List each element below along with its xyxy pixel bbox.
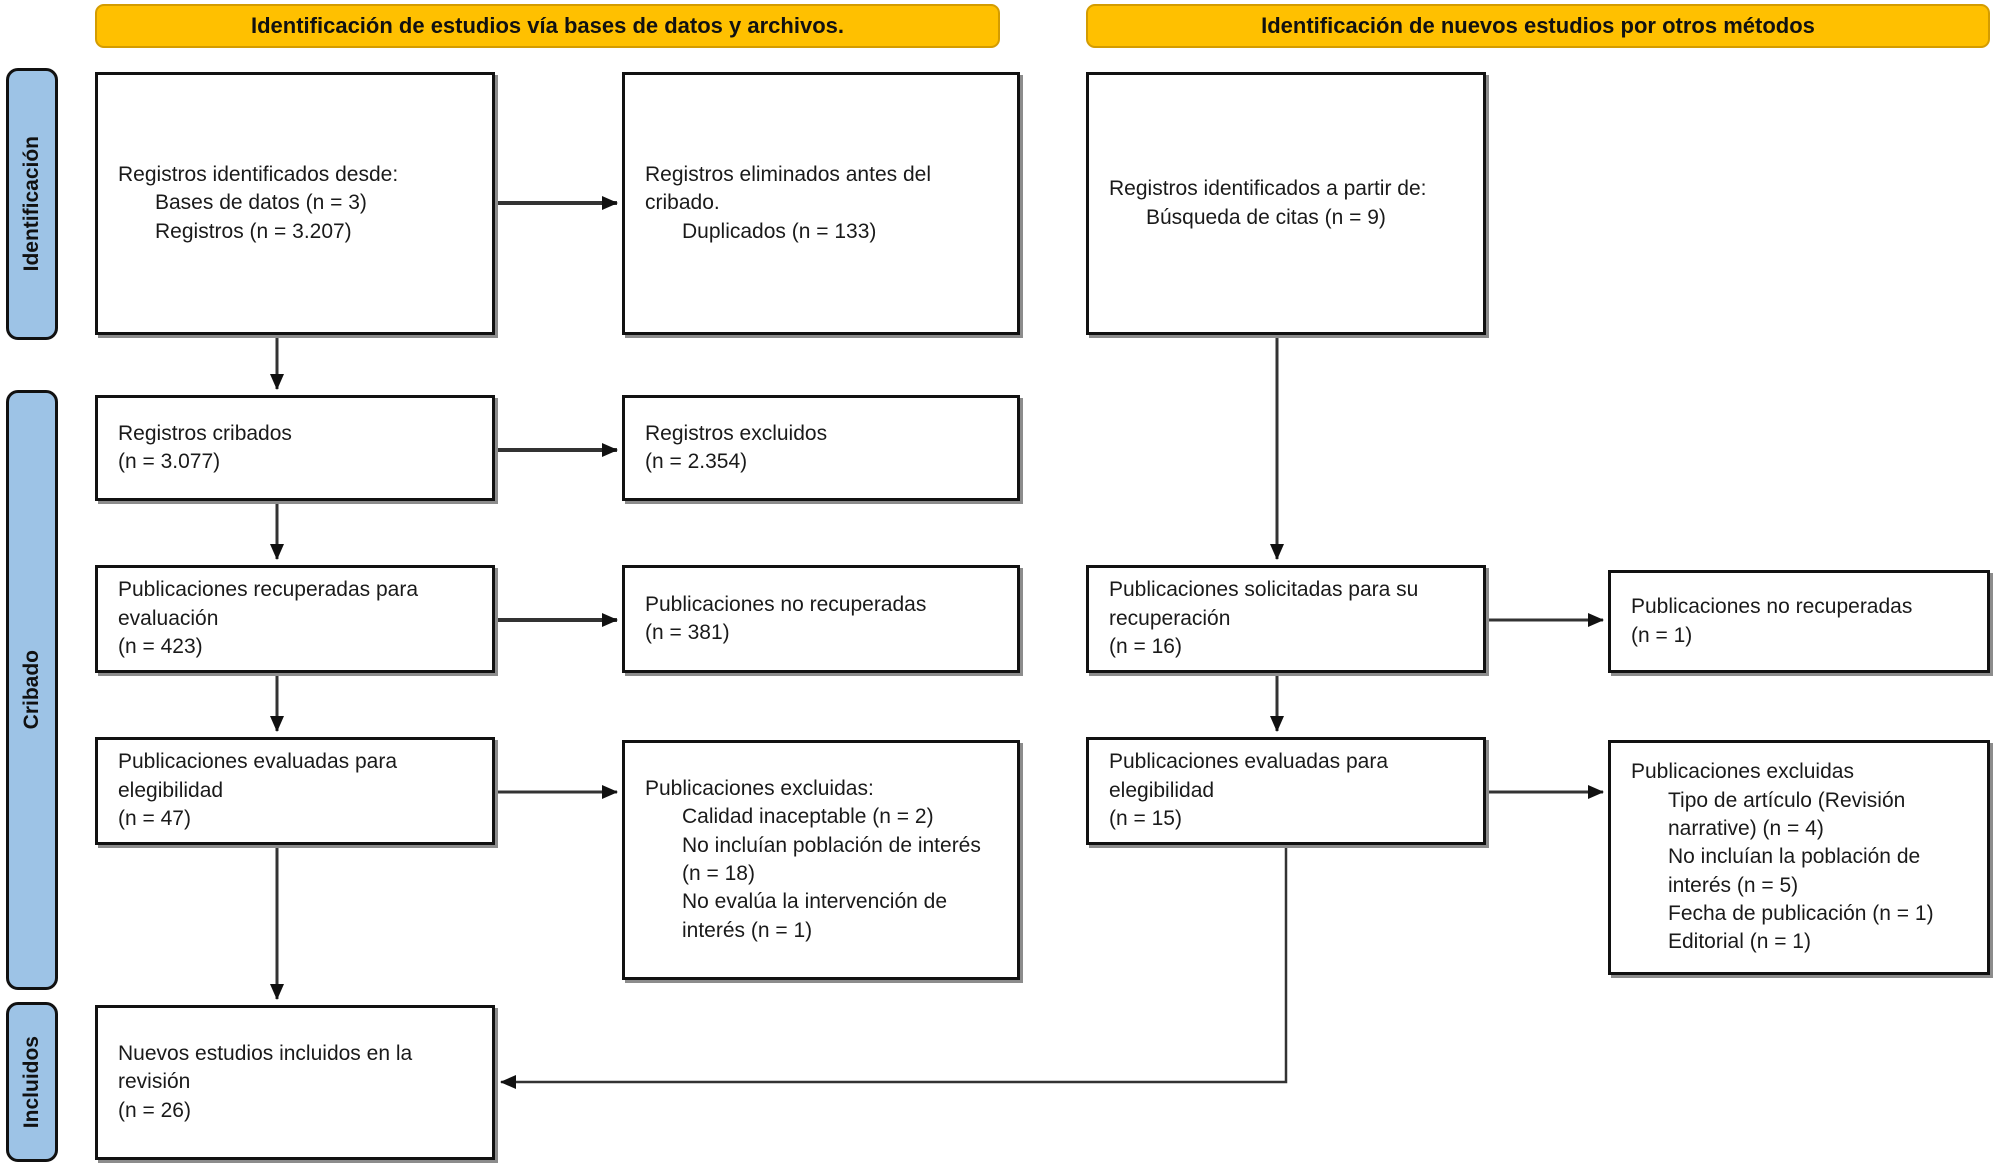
- box-reports-sought-other-methods: Publicaciones solicitadas para su recupe…: [1086, 565, 1486, 673]
- box-item: Bases de datos (n = 3): [155, 191, 367, 215]
- box-title: Publicaciones solicitadas para su recupe…: [1109, 578, 1419, 630]
- box-reports-excluded-databases: Publicaciones excluidas: Calidad inacept…: [622, 740, 1020, 980]
- box-records-screened: Registros cribados (n = 3.077): [95, 395, 495, 501]
- box-item: Fecha de publicación (n = 1): [1668, 902, 1934, 926]
- box-count: (n = 3.077): [118, 450, 221, 473]
- stage-screening: Cribado: [6, 390, 58, 990]
- box-title: Publicaciones evaluadas para elegibilida…: [1109, 750, 1389, 802]
- box-title: Registros cribados: [118, 421, 292, 445]
- box-title: Publicaciones no recuperadas: [1631, 595, 1913, 619]
- box-reports-not-retrieved-other-methods: Publicaciones no recuperadas (n = 1): [1608, 570, 1990, 673]
- box-title: Nuevos estudios incluidos en la revisión: [118, 1041, 413, 1094]
- box-count: (n = 15): [1109, 807, 1182, 831]
- box-new-studies-included: Nuevos estudios incluidos en la revisión…: [95, 1005, 495, 1160]
- banner-other-methods-label: Identificación de nuevos estudios por ot…: [1261, 13, 1815, 38]
- box-title: Registros identificados desde:: [118, 162, 399, 186]
- box-records-removed-before-screening: Registros eliminados antes del cribado. …: [622, 72, 1020, 335]
- box-count: (n = 26): [118, 1098, 191, 1122]
- box-item: Registros (n = 3.207): [155, 219, 352, 243]
- box-item: Búsqueda de citas (n = 9): [1146, 205, 1386, 229]
- box-item: Duplicados (n = 133): [682, 219, 877, 243]
- box-title: Registros excluidos: [645, 421, 828, 445]
- stage-identification: Identificación: [6, 68, 58, 340]
- box-title: Registros eliminados antes del cribado.: [645, 162, 931, 215]
- box-reports-retrieved-databases: Publicaciones recuperadas para evaluació…: [95, 565, 495, 673]
- box-reports-excluded-other-methods: Publicaciones excluidas Tipo de artículo…: [1608, 740, 1990, 975]
- box-title: Registros identificados a partir de:: [1109, 177, 1427, 201]
- stage-included-label: Incluidos: [20, 1035, 43, 1129]
- box-item: No evalúa la intervención de interés (n …: [682, 890, 948, 942]
- box-records-excluded: Registros excluidos (n = 2.354): [622, 395, 1020, 501]
- box-records-identified-other-methods: Registros identificados a partir de: Bús…: [1086, 72, 1486, 335]
- box-item: No incluían la población de interés (n =…: [1668, 845, 1921, 897]
- stage-included: Incluidos: [6, 1002, 58, 1162]
- box-reports-not-retrieved-databases: Publicaciones no recuperadas (n = 381): [622, 565, 1020, 673]
- box-item: No incluían población de interés (n = 18…: [682, 833, 981, 885]
- stage-screening-label: Cribado: [20, 650, 43, 730]
- stage-identification-label: Identificación: [20, 136, 43, 272]
- box-item: Editorial (n = 1): [1668, 930, 1811, 954]
- box-count: (n = 16): [1109, 635, 1182, 659]
- box-title: Publicaciones excluidas:: [645, 776, 874, 800]
- box-title: Publicaciones excluidas: [1631, 760, 1854, 784]
- box-title: Publicaciones recuperadas para evaluació…: [118, 578, 419, 630]
- box-count: (n = 423): [118, 635, 203, 659]
- banner-databases-label: Identificación de estudios vía bases de …: [251, 13, 844, 38]
- box-title: Publicaciones evaluadas para elegibilida…: [118, 750, 398, 802]
- box-count: (n = 1): [1631, 623, 1693, 647]
- box-count: (n = 47): [118, 807, 191, 831]
- box-reports-assessed-databases: Publicaciones evaluadas para elegibilida…: [95, 737, 495, 845]
- box-title: Publicaciones no recuperadas: [645, 592, 927, 616]
- box-reports-assessed-other-methods: Publicaciones evaluadas para elegibilida…: [1086, 737, 1486, 845]
- box-records-identified-databases: Registros identificados desde: Bases de …: [95, 72, 495, 335]
- banner-databases-methods: Identificación de estudios vía bases de …: [95, 4, 1000, 48]
- box-item: Tipo de artículo (Revisión narrative) (n…: [1668, 788, 1906, 840]
- box-item: Calidad inaceptable (n = 2): [682, 805, 934, 829]
- box-count: (n = 381): [645, 621, 730, 644]
- banner-other-methods: Identificación de nuevos estudios por ot…: [1086, 4, 1990, 48]
- box-count: (n = 2.354): [645, 450, 748, 473]
